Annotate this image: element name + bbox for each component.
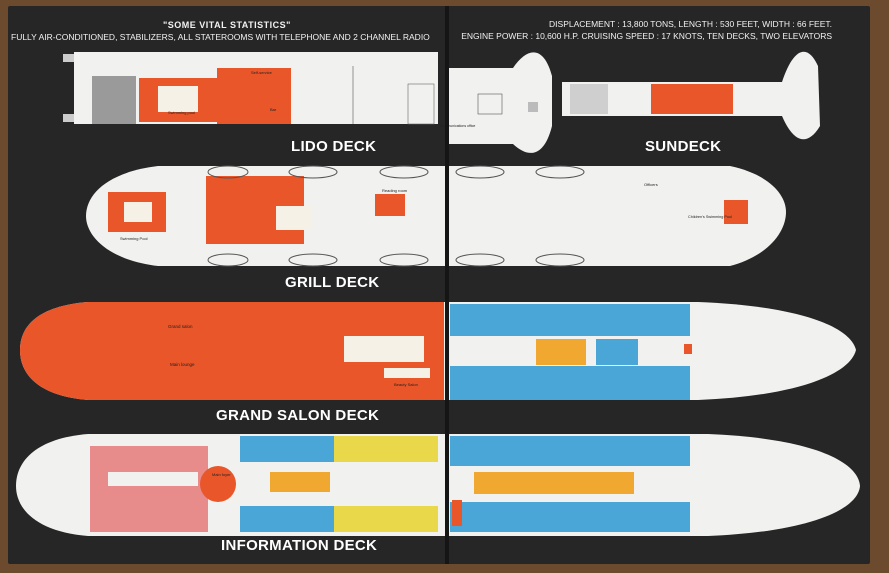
grand-salon-deck-title: GRAND SALON DECK (216, 407, 380, 424)
grand-salon-public-rooms (20, 302, 444, 400)
communications-office-label: Communications office (440, 124, 475, 128)
grand-salon-staterooms-port (450, 304, 690, 336)
beauty-salon-label: Beauty Salon (394, 382, 418, 387)
lido-deck-bow-plan (449, 52, 552, 153)
lido-self-service-label: Self-service (251, 70, 273, 75)
grand-salon-deck-plan: Grand salon Main lounge Beauty Salon (20, 302, 856, 400)
grill-deck-title: GRILL DECK (285, 274, 380, 291)
main-foyer-label: Main foyer (212, 472, 231, 477)
information-deck-plan: Main foyer (16, 434, 860, 536)
deck-plan-brochure: { "header": { "stats_title": "\"SOME VIT… (8, 6, 870, 564)
grand-salon-label: Grand salon (168, 324, 193, 329)
information-staterooms-yellow (334, 436, 438, 462)
sundeck-public-area (651, 84, 733, 114)
childrens-pool-label: Children's Swimming Pool (688, 215, 732, 219)
grand-salon-staterooms-center (536, 339, 586, 365)
deck-plans-drawing: Swimming pool Self-service Bar Communica… (16, 51, 860, 536)
lido-deck-title: LIDO DECK (291, 138, 377, 155)
lido-pool-label: Swimming pool (168, 110, 195, 115)
main-lounge-label: Main lounge (170, 362, 195, 367)
officers-label: Officers (644, 182, 658, 187)
lido-deck-grating (92, 76, 136, 124)
lido-bar-label: Bar (270, 107, 277, 112)
information-staterooms-port (450, 436, 690, 466)
spec-line-2: ENGINE POWER : 10,600 H.P. CRUISING SPEE… (461, 31, 832, 41)
reading-room-label: Reading room (382, 188, 408, 193)
sundeck-title: SUNDECK (645, 138, 722, 155)
stats-title: "SOME VITAL STATISTICS" (163, 20, 291, 30)
lido-self-service-area (217, 68, 291, 124)
grill-deck-plan: Swimming Pool Reading room Officers Chil… (86, 165, 786, 267)
information-staterooms-starboard (450, 502, 690, 532)
childrens-pool (724, 200, 748, 224)
center-fold (445, 6, 449, 564)
spec-line-1: DISPLACEMENT : 13,800 TONS, LENGTH : 530… (549, 19, 832, 29)
stats-description: FULLY AIR-CONDITIONED, STABILIZERS, ALL … (11, 32, 430, 42)
main-foyer (200, 466, 236, 502)
lido-deck-plan: Swimming pool Self-service Bar (63, 52, 438, 125)
information-deck-title: INFORMATION DECK (221, 537, 378, 554)
grand-salon-staterooms-starboard (450, 366, 690, 400)
sundeck-plan (562, 51, 820, 140)
information-staterooms-aft (90, 446, 208, 532)
grill-pool-label: Swimming Pool (120, 236, 148, 241)
